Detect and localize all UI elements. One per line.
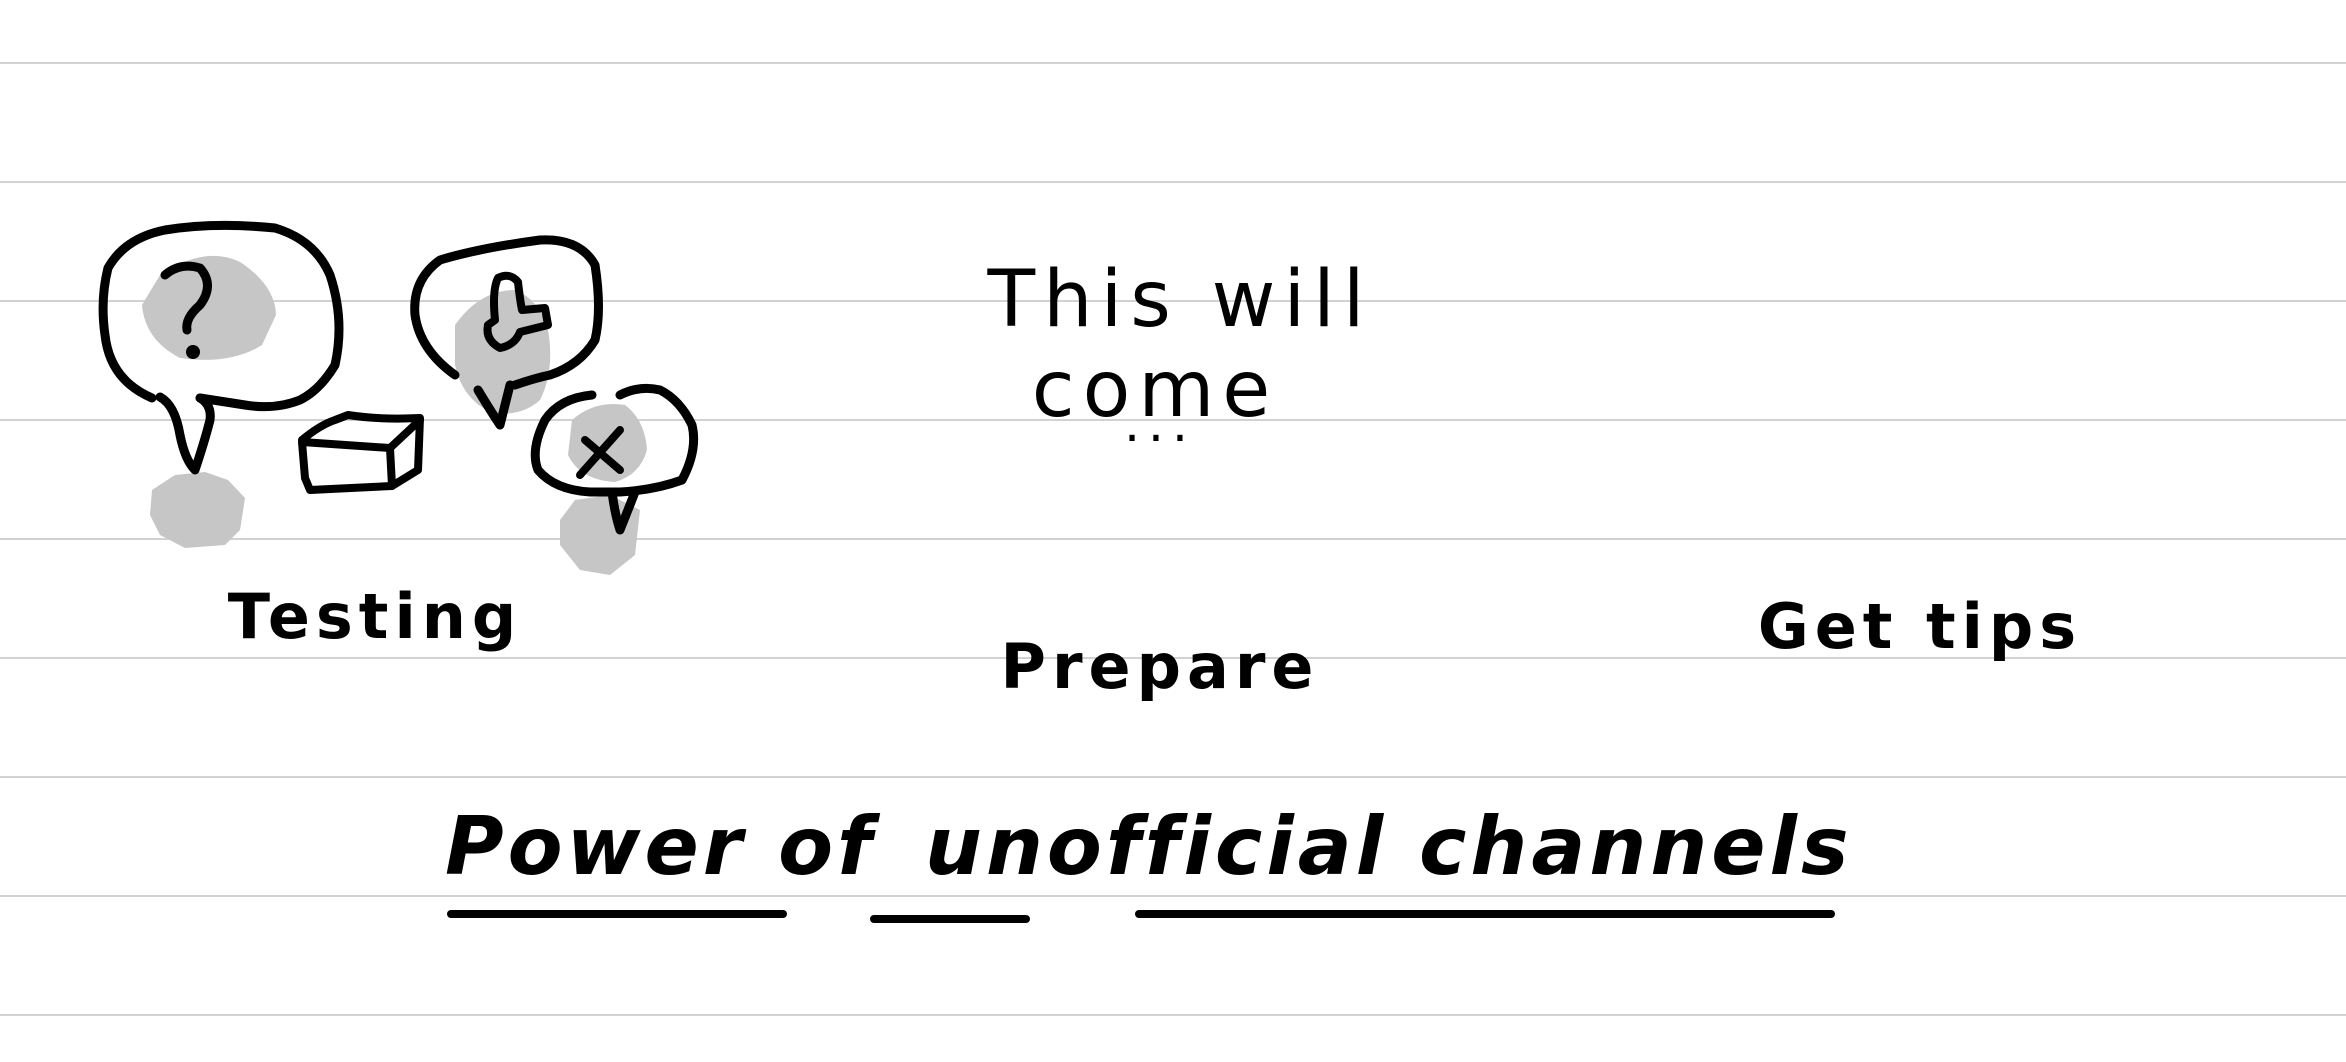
bubble-text-line2: come	[1031, 345, 1279, 435]
thumbs-up-bubble-icon	[410, 235, 603, 430]
title-part1: Power of	[445, 800, 876, 893]
bubble-text-line1: This will	[987, 255, 1373, 345]
title-underline-2	[870, 915, 1030, 923]
ruled-line	[0, 538, 2346, 540]
title-underline-3	[1135, 910, 1835, 918]
x-mark-bubble-icon	[530, 383, 699, 575]
ruled-line	[0, 657, 2346, 659]
prepare-label: Prepare	[1000, 630, 1320, 703]
get-tips-label: Get tips	[1757, 590, 2083, 663]
testing-label: Testing	[227, 580, 523, 653]
bubble-text-ellipsis: ...	[1124, 395, 1196, 453]
ruled-line	[0, 62, 2346, 64]
ruled-line	[0, 895, 2346, 897]
ruled-line	[0, 776, 2346, 778]
ruled-line	[0, 1014, 2346, 1016]
title-part2: unofficial channels	[925, 800, 1853, 893]
title-underline-1	[447, 910, 787, 918]
ruled-line	[0, 300, 2346, 302]
ruled-line	[0, 419, 2346, 421]
testing-illustration	[98, 220, 699, 575]
ruled-line	[0, 181, 2346, 183]
box-icon	[298, 411, 424, 494]
question-bubble-icon	[98, 220, 344, 548]
